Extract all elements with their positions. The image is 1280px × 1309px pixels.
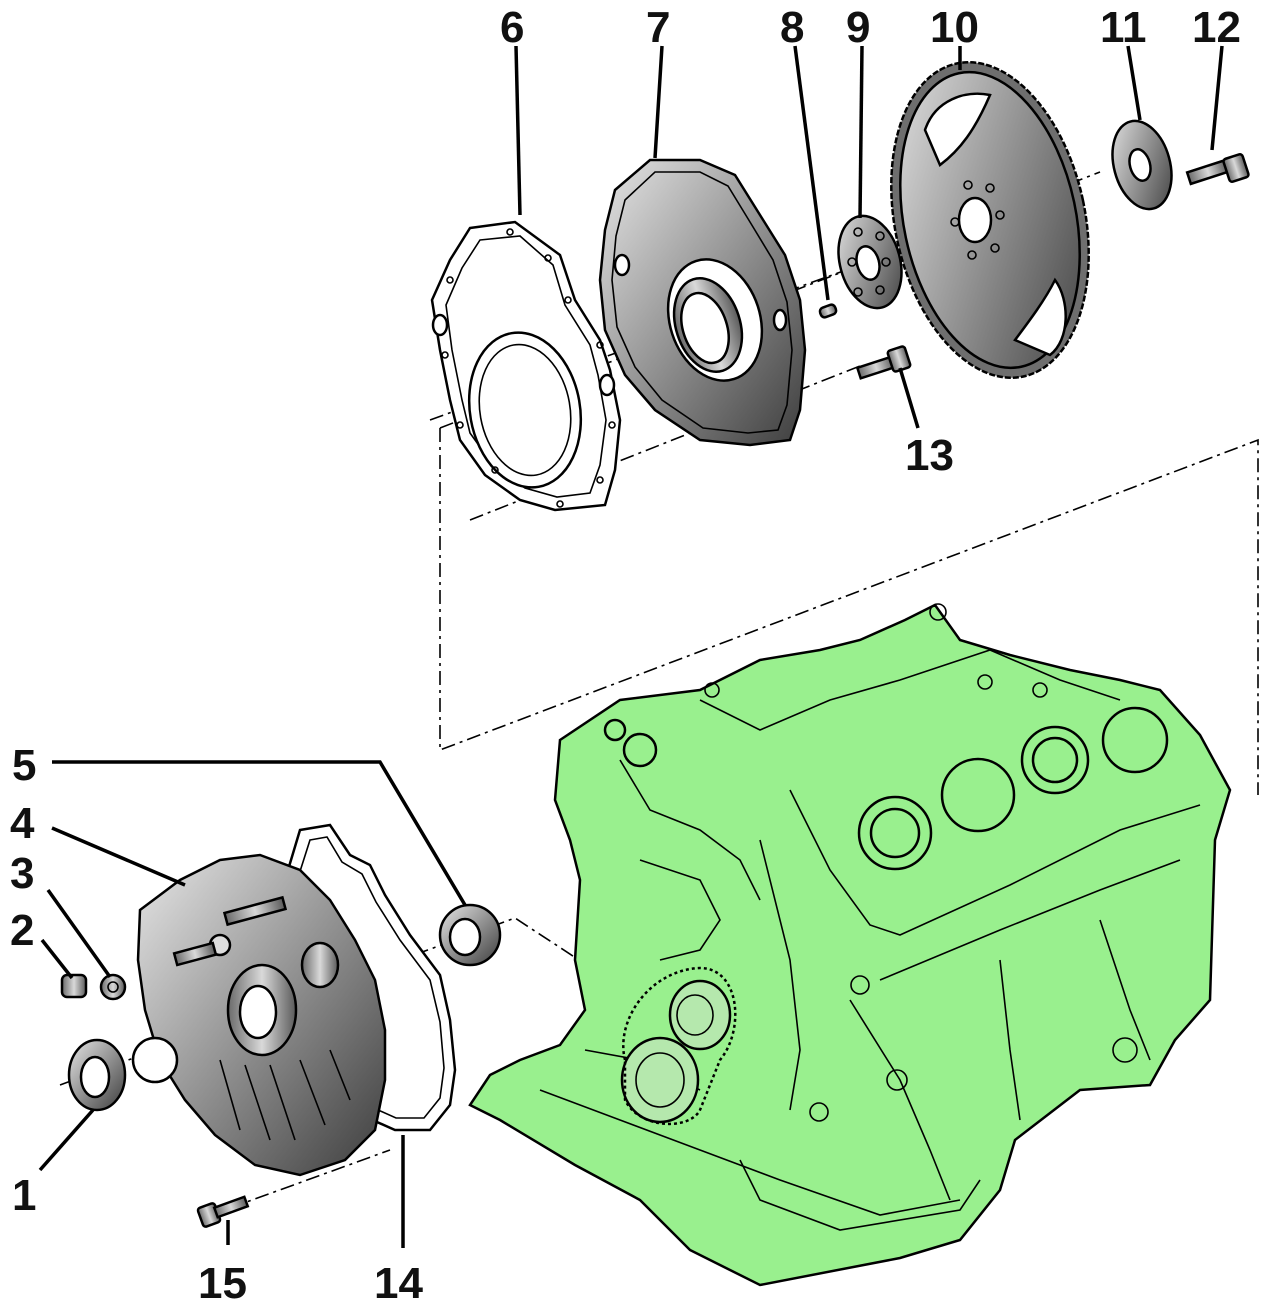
callout-5: 5	[12, 741, 36, 790]
part-1-seal	[67, 1038, 127, 1112]
callout-7: 7	[646, 3, 670, 52]
callout-6: 6	[500, 3, 524, 52]
callout-9: 9	[846, 3, 870, 52]
part-8-dowel-pin	[818, 303, 838, 319]
part-6-gasket	[430, 220, 622, 512]
callout-11: 11	[1100, 3, 1147, 52]
part-13-bolt	[855, 345, 912, 380]
callout-4: 4	[10, 799, 35, 848]
engine-block	[468, 603, 1232, 1287]
callouts: 1 2 3 4 5 6 7 8 9 10 11 12 13 14 15	[10, 3, 1241, 1308]
callout-14: 14	[374, 1259, 423, 1308]
part-12-bolt	[1185, 153, 1250, 186]
timing-chain	[620, 966, 737, 1126]
part-2-plug	[60, 973, 88, 999]
part-9-spacer-plate	[837, 214, 903, 310]
part-7-rear-cover	[598, 158, 807, 447]
part-15-bolt	[196, 1195, 250, 1228]
leader-lines	[38, 45, 1224, 1248]
callout-1: 1	[12, 1171, 36, 1220]
callout-15: 15	[198, 1259, 247, 1308]
callout-12: 12	[1192, 3, 1241, 52]
part-3-seal-ring	[99, 973, 127, 1001]
callout-2: 2	[10, 906, 34, 955]
callout-3: 3	[10, 849, 34, 898]
part-10-drive-plate	[890, 61, 1090, 379]
part-4-front-cover	[131, 853, 387, 1177]
callout-8: 8	[780, 3, 804, 52]
callout-13: 13	[905, 431, 954, 480]
part-5-seal	[438, 903, 502, 967]
callout-10: 10	[930, 3, 979, 52]
part-11-washer-plate	[1111, 119, 1173, 211]
engine-block-body	[468, 603, 1232, 1287]
